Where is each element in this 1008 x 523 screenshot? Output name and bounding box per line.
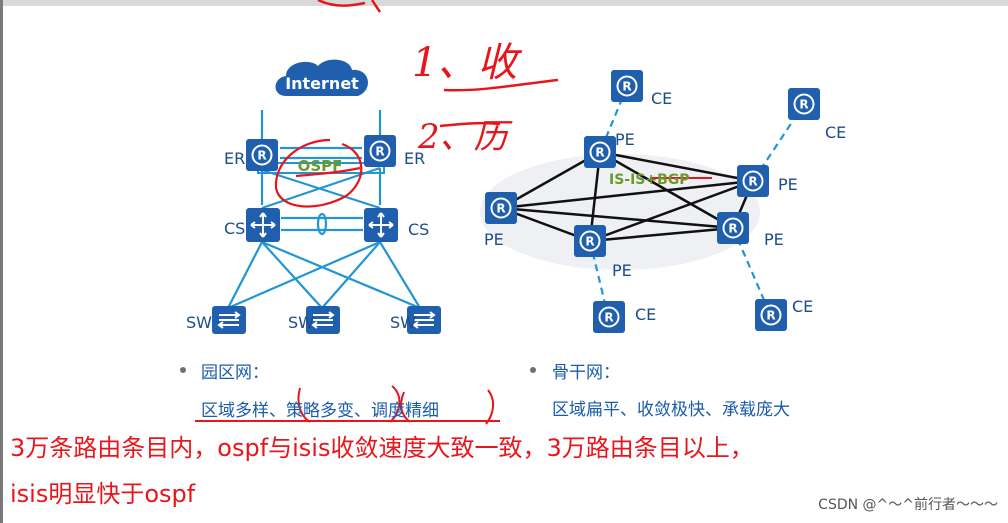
er-label-right: ER	[404, 149, 425, 168]
backbone-protocol-label: IS-IS+BGP	[609, 172, 690, 188]
sw-label-3: SW	[390, 313, 416, 332]
note-line-1: 3万条路由条目内，ospf与isis收敛速度大致一致，3万路由条目以上，	[10, 434, 754, 462]
ce-router-bottom-right	[754, 298, 788, 332]
pe-label-right-upper: PE	[778, 175, 798, 194]
sw-switch-1	[211, 305, 247, 335]
ce-label-bottom: CE	[635, 305, 656, 324]
left-edge	[0, 0, 3, 523]
campus-feature-2: 策略多变	[286, 401, 354, 421]
svg-text:Internet: Internet	[285, 74, 359, 93]
ce-label-top: CE	[651, 89, 672, 108]
backbone-cloud	[480, 154, 760, 270]
campus-features: 区域多样、策略多变、调度精细	[201, 396, 439, 421]
pe-router-top	[583, 135, 617, 169]
sw-label-1: SW	[186, 313, 212, 332]
ce-router-top-right	[787, 87, 821, 121]
backbone-links	[500, 150, 755, 243]
handwriting-item2: 2、历	[417, 117, 513, 157]
ce-router-top	[610, 69, 644, 103]
campus-bullet	[180, 367, 186, 373]
ospf-label: OSPF	[298, 157, 343, 175]
top-edge	[0, 0, 1008, 6]
cs-switch-left	[245, 207, 281, 243]
handwriting-item1: 1、收	[412, 40, 522, 86]
campus-feature-sep-2: 、	[354, 401, 371, 421]
campus-feature-1: 区域多样	[201, 401, 269, 421]
pe-label-bottom: PE	[612, 261, 632, 280]
er-router-right	[363, 134, 397, 168]
campus-feature-3: 调度精细	[371, 401, 439, 421]
ospf-circle-mark	[274, 138, 363, 208]
cs-label-left: CS	[224, 219, 245, 238]
backbone-bullet	[530, 367, 536, 373]
sw-label-2: SW	[288, 313, 314, 332]
watermark: CSDN @^～^前行者～～～	[818, 497, 998, 513]
feature-brace-marks	[195, 385, 500, 425]
pe-label-right-lower: PE	[764, 230, 784, 249]
campus-feature-sep-1: 、	[269, 401, 286, 421]
ce-label-top-right: CE	[825, 123, 846, 142]
cs-switch-right	[363, 207, 399, 243]
note-line-2: isis明显快于ospf	[10, 480, 196, 508]
cs-label-right: CS	[408, 220, 429, 239]
ce-router-bottom	[592, 300, 626, 334]
ce-label-bottom-right: CE	[792, 297, 813, 316]
pe-router-bottom	[573, 224, 607, 258]
pe-label-left: PE	[484, 230, 504, 249]
er-label-left: ER	[224, 149, 245, 168]
pe-router-right-lower	[716, 211, 750, 245]
er-router-left	[245, 138, 279, 172]
pe-router-right-upper	[736, 164, 770, 198]
campus-heading: 园区网：	[201, 363, 269, 383]
backbone-features: 区域扁平、收敛极快、承载庞大	[552, 400, 790, 420]
pe-label-top: PE	[615, 130, 635, 149]
backbone-heading: 骨干网：	[552, 363, 620, 383]
pe-router-left	[484, 191, 518, 225]
internet-cloud: Internet	[275, 59, 369, 96]
handwriting-marks	[317, 0, 559, 128]
